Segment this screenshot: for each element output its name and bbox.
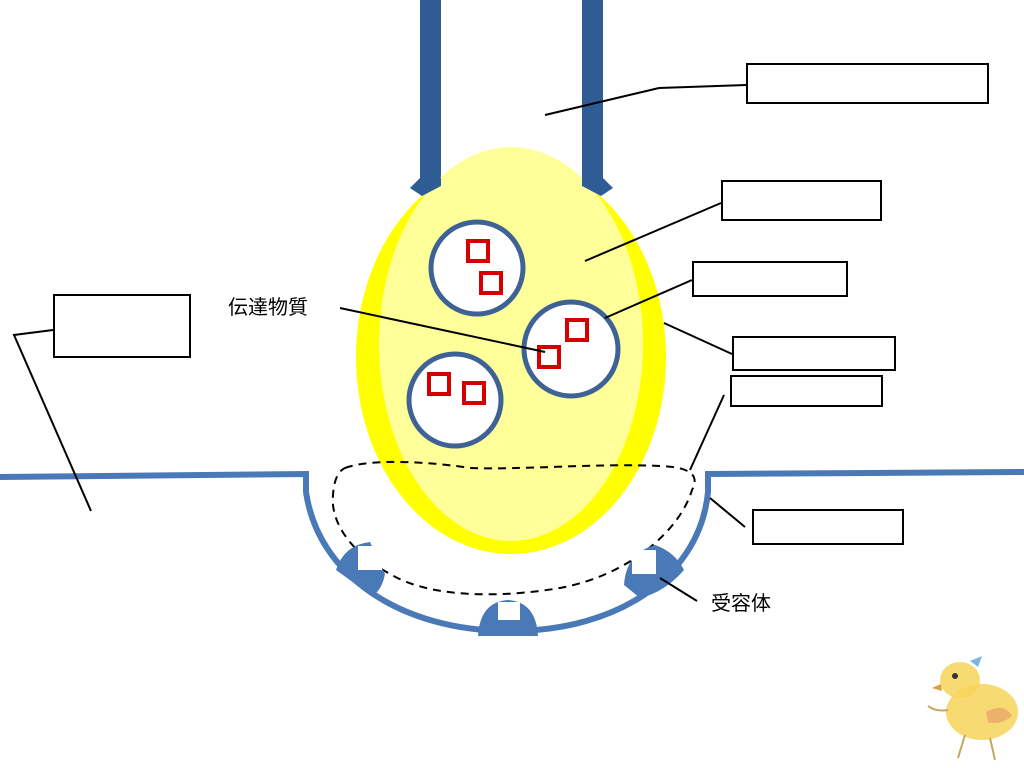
chick-ribbon — [970, 656, 982, 667]
vesicles — [406, 219, 621, 449]
axon — [420, 0, 603, 185]
blank-boxes — [53, 63, 989, 545]
chick-head — [940, 662, 980, 698]
receptor-label: 受容体 — [711, 591, 771, 615]
chick-illustration — [927, 656, 1018, 761]
blank-box-postsynaptic-membrane[interactable] — [752, 509, 904, 545]
transmitter-molecule — [537, 345, 561, 369]
chick-body — [946, 684, 1018, 740]
receptor — [336, 542, 385, 596]
transmitter-molecule — [462, 381, 486, 405]
leader-line-cleft — [689, 394, 725, 471]
chick-leg — [989, 737, 996, 761]
synaptic-cleft — [331, 460, 696, 596]
axon-join-right — [582, 178, 613, 196]
leader-line-membrane — [663, 322, 733, 355]
blank-box-terminal[interactable] — [721, 180, 882, 221]
chick-beak — [932, 684, 942, 691]
transmitter-molecule — [466, 239, 490, 263]
chick-arm — [927, 705, 949, 712]
blank-box-postsynaptic-cell[interactable] — [53, 294, 191, 358]
transmitter-molecule — [427, 372, 451, 396]
leader-line-transmitter — [339, 307, 546, 353]
vesicle — [406, 351, 504, 449]
leader-lines — [12, 84, 747, 602]
leader-line-receptor — [659, 577, 698, 602]
leader-line-postsynaptic-membrane — [709, 497, 746, 528]
transmitter-molecule — [565, 318, 589, 342]
axon-join-left — [410, 178, 441, 196]
transmitter-label: 伝達物質 — [228, 295, 308, 319]
blank-box-axon[interactable] — [746, 63, 989, 104]
blank-box-cleft[interactable] — [730, 375, 883, 407]
receptor — [478, 600, 538, 636]
chick-eye — [952, 673, 958, 679]
receptors — [336, 542, 684, 636]
chick-wing — [986, 707, 1012, 724]
axon-wall-right — [582, 0, 603, 185]
chick-leg — [957, 734, 966, 759]
receptor — [624, 545, 684, 598]
leader-line-postsynaptic-cell — [12, 329, 92, 512]
vesicle — [428, 219, 526, 317]
vesicle — [521, 299, 621, 399]
blank-box-membrane[interactable] — [732, 336, 896, 371]
leader-line-terminal — [584, 202, 722, 262]
transmitter-molecule — [479, 271, 503, 295]
leader-line-axon — [544, 84, 747, 116]
axon-wall-left — [420, 0, 441, 185]
blank-box-vesicle[interactable] — [692, 261, 848, 297]
leader-line-vesicle — [604, 279, 693, 319]
